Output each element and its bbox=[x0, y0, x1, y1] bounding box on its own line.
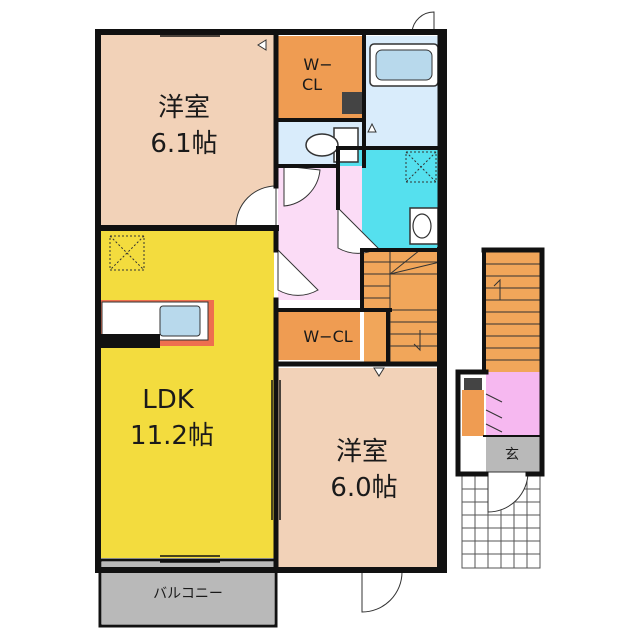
shoe-closet bbox=[462, 390, 484, 436]
door-swing-western-room-1 bbox=[235, 185, 277, 227]
western-room-1-size: 6.1帖 bbox=[150, 129, 217, 159]
entry-marker bbox=[373, 367, 385, 377]
entrance-label: 玄 bbox=[505, 446, 519, 463]
door-swing-ldk bbox=[277, 248, 319, 296]
walkin-closet-2-label: W−CL bbox=[303, 327, 352, 346]
entrance-hall bbox=[486, 372, 540, 436]
door-swing-toilet bbox=[283, 165, 321, 207]
washbasin-icon bbox=[409, 207, 439, 245]
door-swing-western-room-2 bbox=[361, 571, 403, 613]
ldk-room bbox=[100, 230, 274, 558]
pipe-shaft bbox=[342, 92, 362, 114]
walkin-closet-2 bbox=[278, 312, 360, 360]
stairs-upper bbox=[364, 250, 440, 362]
door-swing-shoe-closet bbox=[485, 393, 503, 433]
entrance-floor bbox=[486, 436, 540, 472]
kitchen-counter-icon bbox=[100, 300, 214, 348]
ldk-size: 11.2帖 bbox=[130, 421, 214, 451]
western-room-2-name: 洋室 bbox=[336, 437, 388, 467]
washing-machine-pan-icon bbox=[405, 151, 437, 183]
pipe-shaft-annex bbox=[464, 378, 482, 390]
refrigerator-space-icon bbox=[109, 235, 145, 271]
western-room-1-name: 洋室 bbox=[158, 93, 210, 123]
entry-marker bbox=[257, 39, 267, 51]
bathtub-icon bbox=[369, 43, 439, 87]
western-room-2 bbox=[278, 368, 440, 570]
walkin-closet-1-label-line1: W− bbox=[303, 55, 332, 74]
western-room-1 bbox=[100, 34, 276, 226]
ldk-name: LDK bbox=[142, 385, 195, 415]
balcony-label: バルコニー bbox=[153, 586, 223, 602]
entry-marker bbox=[367, 122, 377, 133]
walls bbox=[95, 29, 545, 628]
walkin-closet-1-label-line2: CL bbox=[302, 75, 322, 94]
door-swing-top bbox=[411, 11, 435, 33]
western-room-2-size: 6.0帖 bbox=[330, 473, 397, 503]
